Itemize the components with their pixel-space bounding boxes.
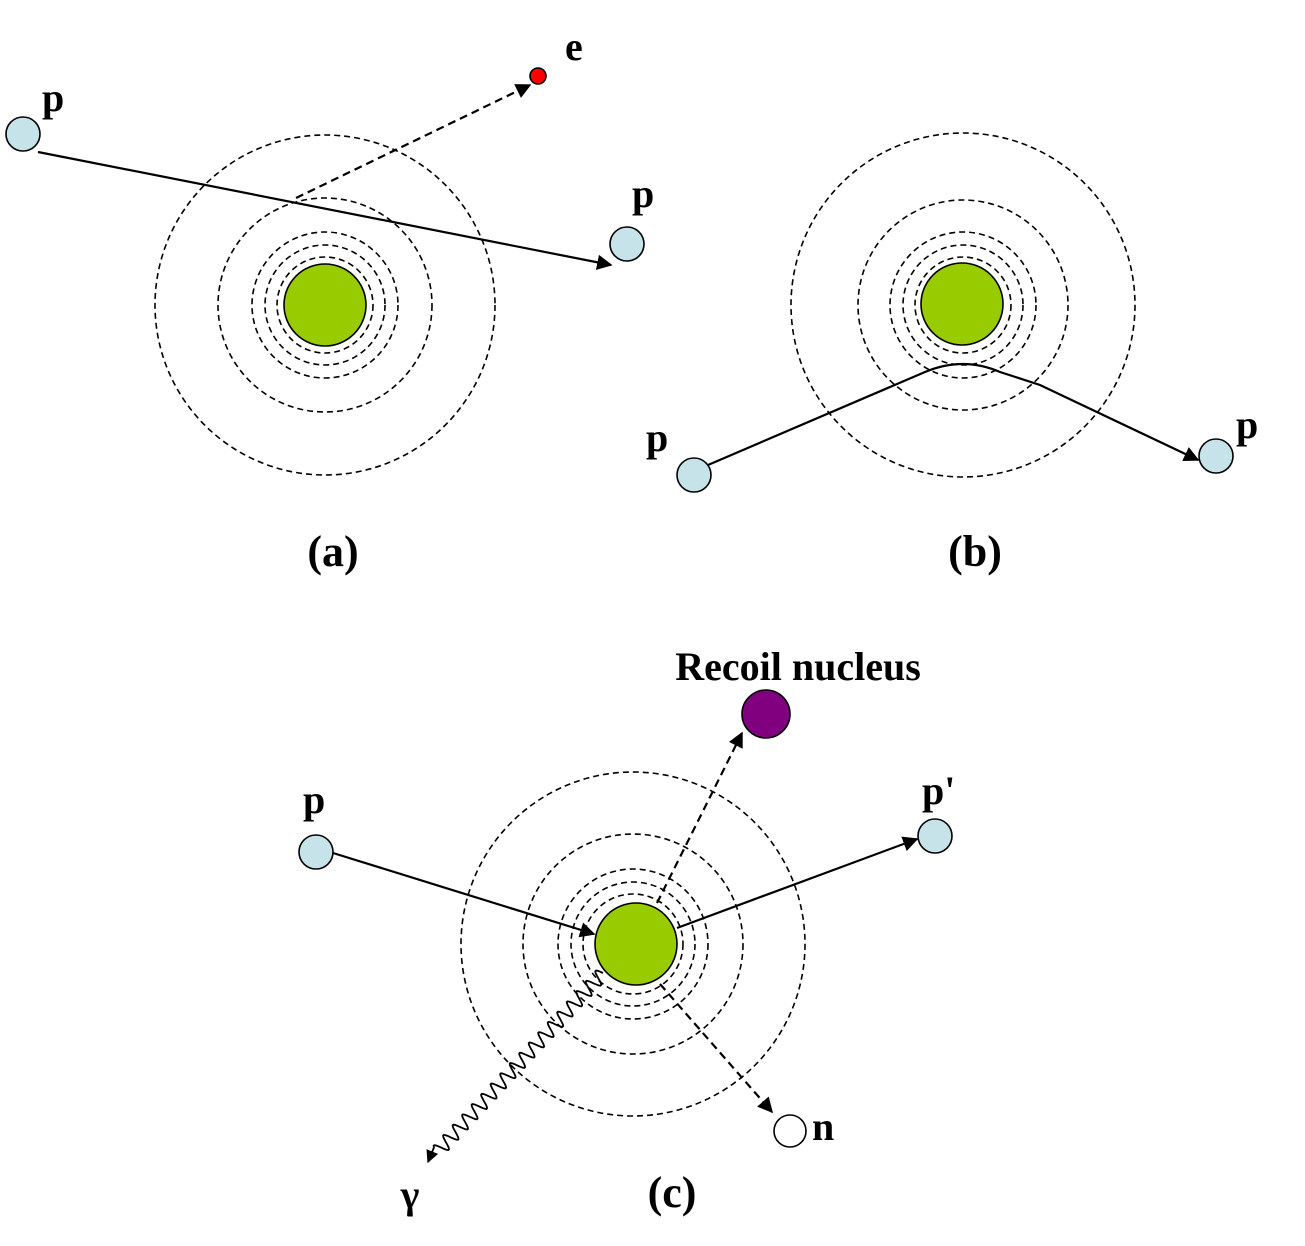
panel-c-neutron-track bbox=[659, 983, 774, 1114]
panel-c-gamma-ray bbox=[426, 969, 604, 1164]
panel-c-outgoing-proton-label: p' bbox=[922, 768, 955, 813]
panel-c-incident-proton-label: p bbox=[303, 777, 325, 822]
panel-a-ejected-electron bbox=[529, 67, 547, 85]
panel-c-incident-proton bbox=[298, 834, 334, 870]
panel-c-outgoing-proton bbox=[917, 818, 953, 854]
panel-a-electron-label: e bbox=[565, 24, 583, 69]
panel-a: p p e (a) bbox=[5, 24, 654, 576]
panel-c-caption: (c) bbox=[648, 1168, 697, 1217]
panel-a-scattered-proton-label: p bbox=[632, 171, 654, 216]
panel-b-incident-proton bbox=[676, 457, 712, 493]
panel-b-scattered-proton-label: p bbox=[1236, 402, 1258, 447]
panel-c-electron-shells bbox=[460, 771, 806, 1117]
panel-c-recoil-track bbox=[656, 731, 743, 904]
panel-a-scattered-proton bbox=[609, 226, 645, 262]
panel-b-deflected-proton-track bbox=[707, 362, 1200, 467]
panel-c-neutron bbox=[773, 1114, 807, 1148]
panel-a-caption: (a) bbox=[307, 527, 358, 576]
panel-b-caption: (b) bbox=[948, 527, 1002, 576]
panel-b-scattered-proton bbox=[1198, 438, 1234, 474]
panel-a-proton-track bbox=[37, 150, 613, 270]
panel-c-incident-proton-track bbox=[332, 851, 596, 938]
panel-c-recoil-nucleus bbox=[741, 689, 791, 739]
panel-b-target-nucleus bbox=[920, 262, 1004, 346]
panel-a-electron-shells bbox=[154, 134, 496, 476]
panel-c-recoil-label: Recoil nucleus bbox=[675, 644, 921, 689]
panel-a-incident-proton-label: p bbox=[42, 75, 64, 120]
panel-b: p p (b) bbox=[646, 132, 1258, 576]
panel-c: p p' Recoil nucleus n γ (c) bbox=[298, 644, 955, 1217]
panel-b-electron-shells bbox=[790, 132, 1136, 478]
panel-c-target-nucleus bbox=[594, 902, 678, 986]
panel-c-neutron-label: n bbox=[812, 1104, 834, 1149]
panel-a-electron-track bbox=[295, 84, 532, 199]
panel-a-target-nucleus bbox=[283, 263, 367, 347]
panel-a-incident-proton bbox=[5, 116, 41, 152]
panel-c-gamma-label: γ bbox=[400, 1172, 420, 1217]
panel-c-outgoing-proton-track bbox=[676, 836, 919, 930]
panel-b-incident-proton-label: p bbox=[646, 415, 668, 460]
